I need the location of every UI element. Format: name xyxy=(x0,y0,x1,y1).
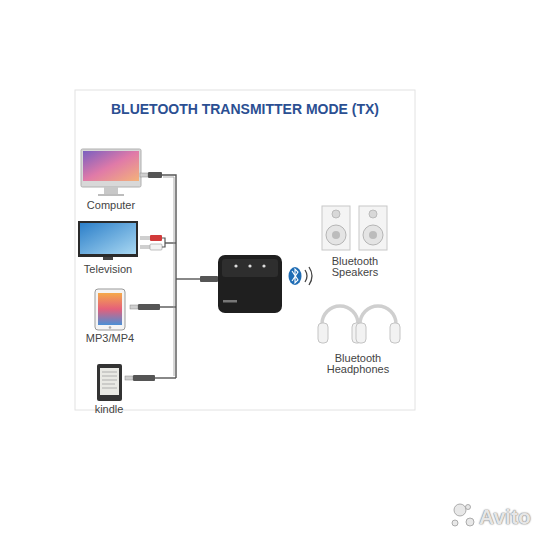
device-label: Bluetooth Headphones xyxy=(314,353,402,375)
panel xyxy=(75,90,415,410)
device-label: kindle xyxy=(67,404,151,415)
device-label-node: MP3/MP4 xyxy=(68,333,152,344)
speakers-icon xyxy=(322,206,387,250)
device-label: Television xyxy=(66,264,150,275)
computer-icon xyxy=(81,149,141,196)
transmitter-device xyxy=(200,255,282,313)
device-label-node: Bluetooth Headphones xyxy=(314,353,402,375)
ereader-icon xyxy=(97,364,122,401)
watermark-text: Avito xyxy=(479,505,531,529)
jack-plug xyxy=(125,375,155,381)
tablet-icon xyxy=(95,289,125,330)
device-label-node: Computer xyxy=(69,200,153,211)
device-label-node: Bluetooth Speakers xyxy=(313,256,397,278)
television-icon xyxy=(78,221,138,260)
jack-plug xyxy=(130,304,160,310)
headphones-icon xyxy=(318,306,400,343)
audio-wires xyxy=(155,175,200,378)
device-label: MP3/MP4 xyxy=(68,333,152,344)
device-label: Bluetooth Speakers xyxy=(313,256,397,278)
device-label: Computer xyxy=(69,200,153,211)
device-label-node: Television xyxy=(66,264,150,275)
jack-plug xyxy=(140,172,162,178)
diagram-title: BLUETOOTH TRANSMITTER MODE (TX) xyxy=(60,101,430,117)
bluetooth-symbol xyxy=(289,267,313,285)
watermark-logo xyxy=(452,504,474,526)
rca-plugs xyxy=(140,235,165,250)
device-label-node: kindle xyxy=(67,404,151,415)
